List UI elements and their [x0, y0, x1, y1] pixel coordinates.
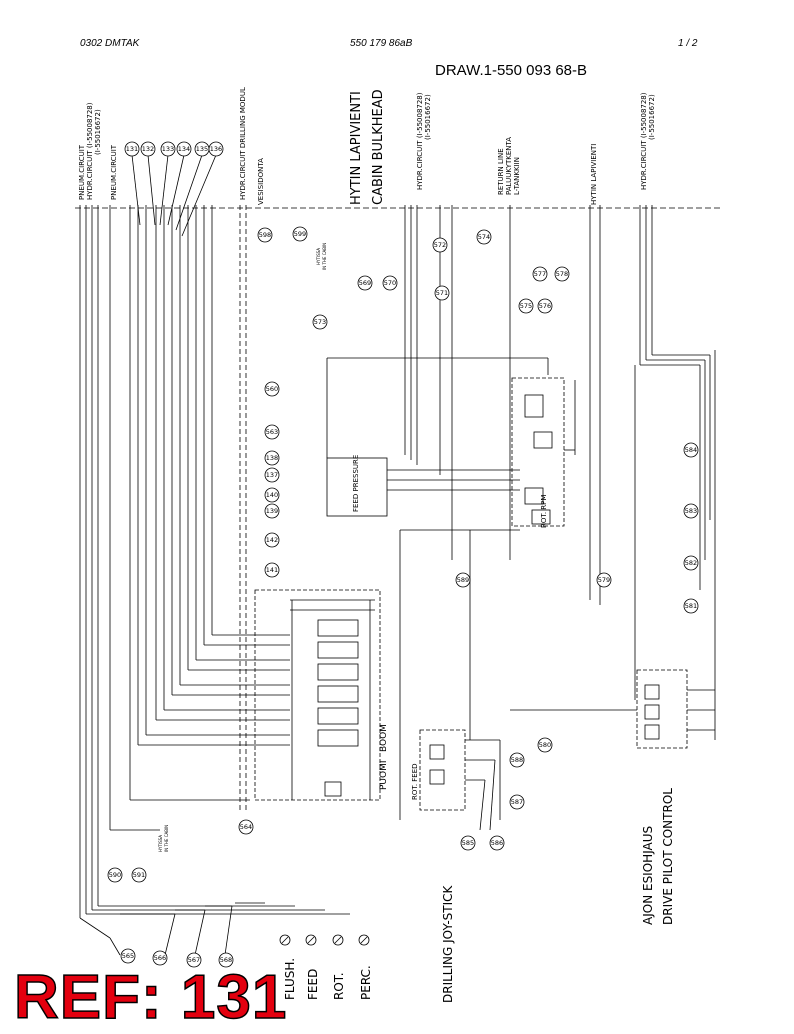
label-boom: BOOM: [379, 724, 389, 752]
callout-141: 141: [266, 566, 278, 574]
callout-133: 133: [162, 145, 174, 153]
callout-568: 568: [220, 956, 232, 964]
callout-560: 560: [266, 385, 278, 393]
callout-567: 567: [188, 956, 200, 964]
callout-587: 587: [511, 798, 523, 806]
callout-579: 579: [598, 576, 610, 584]
label-rot: ROT.: [332, 972, 346, 1000]
callout-565: 565: [122, 952, 134, 960]
header-center: 550 179 86aB: [350, 38, 413, 49]
callout-140: 140: [266, 491, 278, 499]
callout-139: 139: [266, 507, 278, 515]
label-hydr-drilling: HYDR.CIRCUIT DRILLING MODUL: [239, 87, 247, 200]
label-perc: PERC.: [359, 965, 373, 1000]
callout-586: 586: [491, 839, 503, 847]
callout-142: 142: [266, 536, 278, 544]
label-hytissa-top: HYTISSA: [316, 248, 321, 265]
label-hydr-circuit-1b: (I-55016672): [94, 109, 102, 155]
label-hydr-circuit-2: HYDR.CIRCUIT (I-55008728): [416, 92, 424, 190]
callout-132: 132: [142, 145, 154, 153]
callout-598: 598: [259, 231, 271, 239]
label-flush: FLUSH.: [283, 958, 297, 1000]
callout-576: 576: [539, 302, 551, 310]
callout-574: 574: [478, 233, 490, 241]
callout-570: 570: [384, 279, 396, 287]
callout-599: 599: [294, 230, 306, 238]
callout-569: 569: [359, 279, 371, 287]
callout-566: 566: [154, 954, 166, 962]
header-left: 0302 DMTAK: [80, 38, 140, 49]
label-drive-fi: AJON ESIOHJAUS: [641, 826, 655, 925]
callout-573: 573: [314, 318, 326, 326]
label-joystick: DRILLING JOY-STICK: [441, 884, 455, 1003]
label-hydr-circuit-2b: (I-55016672): [424, 94, 432, 140]
header-page: 1 / 2: [678, 38, 698, 49]
callout-577: 577: [534, 270, 546, 278]
callout-582: 582: [685, 559, 697, 567]
label-puomi: PUOMI: [379, 760, 389, 790]
callout-572: 572: [434, 241, 446, 249]
label-hytin-lapivienti: HYTIN LAPIVIENTI: [590, 144, 598, 205]
label-return-line: RETURN LINE: [497, 148, 505, 195]
callout-564: 564: [240, 823, 252, 831]
callout-137: 137: [266, 471, 278, 479]
label-pneum-circuit-2: PNEUM.CIRCUIT: [110, 144, 118, 200]
callout-578: 578: [556, 270, 568, 278]
label-paluu-1: PALUUKYTKENTA: [505, 137, 513, 195]
callout-134: 134: [178, 145, 190, 153]
label-bulkhead-en: CABIN BULKHEAD: [371, 89, 386, 205]
callout-583: 583: [685, 507, 697, 515]
label-paluu-2: L-TANKKIIN: [513, 157, 521, 195]
callout-575: 575: [520, 302, 532, 310]
callout-584: 584: [685, 446, 697, 454]
callout-138: 138: [266, 454, 278, 462]
label-hydr-circuit-1: HYDR.CIRCUIT (I-55008728): [86, 102, 94, 200]
label-rot-rpm: ROT. RPM: [540, 495, 548, 528]
label-drive-en: DRIVE PILOT CONTROL: [661, 788, 675, 925]
label-hydr-circuit-3b: (I-55016672): [648, 94, 656, 140]
label-hytissa-bottom: HYTISSA: [158, 835, 163, 852]
drawing-number: DRAW.1-550 093 68-B: [435, 62, 588, 79]
callout-585: 585: [462, 839, 474, 847]
label-hydr-circuit-3: HYDR.CIRCUIT (I-55008728): [640, 92, 648, 190]
label-in-cabin-bottom: IN THE CABIN: [164, 825, 169, 852]
callout-131: 131: [126, 145, 138, 153]
label-vesisidonta: VESISIDONTA: [257, 158, 265, 205]
label-pneum-circuit-1: PNEUM.CIRCUIT: [78, 144, 86, 200]
callout-591: 591: [133, 871, 145, 879]
ref-stamp: REF: 131: [13, 962, 288, 1033]
label-feed-pressure: FEED PRESSURE: [352, 455, 360, 512]
callout-135: 135: [196, 145, 208, 153]
callout-581: 581: [685, 602, 697, 610]
label-bulkhead-fi: HYTIN LAPIVIENTI: [349, 91, 364, 205]
callout-136: 136: [210, 145, 222, 153]
label-feed: FEED: [306, 969, 320, 1000]
label-in-cabin-top: IN THE CABIN: [322, 243, 327, 270]
callout-590: 590: [109, 871, 121, 879]
label-rot-feed: ROT. FEED: [411, 763, 419, 800]
callout-580: 580: [539, 741, 551, 749]
callout-589: 589: [457, 576, 469, 584]
callout-563: 563: [266, 428, 278, 436]
callout-571: 571: [436, 289, 448, 297]
callout-588: 588: [511, 756, 523, 764]
